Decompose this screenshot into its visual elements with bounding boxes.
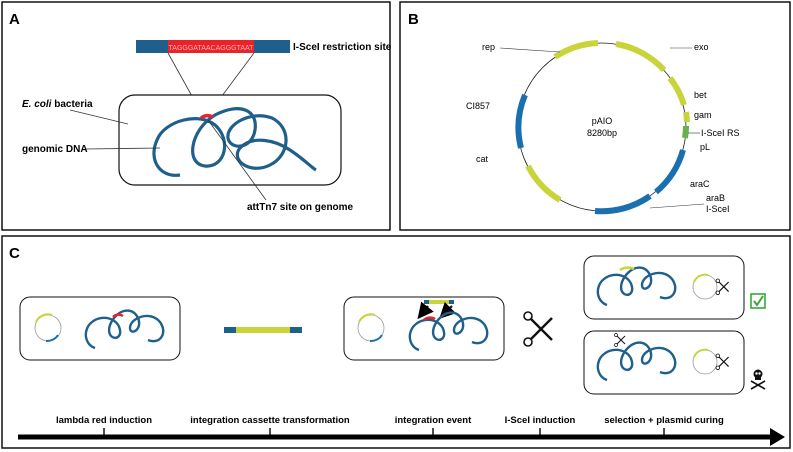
feature-iscei-label: I-SceI — [706, 204, 730, 214]
feature-bet-arc — [667, 76, 687, 106]
cell-stage-1 — [19, 296, 181, 361]
timeline-step-label: lambda red induction — [56, 415, 152, 426]
scissors-icon — [614, 333, 626, 347]
cell-stage-3 — [343, 296, 505, 361]
genomic-dna-leader — [85, 147, 161, 150]
plasmid-size: 8280bp — [587, 128, 617, 138]
dna-stage-3 — [408, 311, 489, 352]
plasmid-stage-3-feature-2 — [369, 334, 383, 343]
timeline-step-label: integration event — [395, 415, 472, 426]
dna-stage-1 — [84, 309, 165, 350]
cell-stage-5-success — [583, 255, 745, 320]
scissors-icon — [715, 278, 730, 296]
timeline-step-label: selection + plasmid curing — [604, 415, 724, 426]
restriction-sequence: TAGGGATAACAGGGTAAT — [169, 45, 255, 52]
timeline-step-label: integration cassette transformation — [190, 415, 350, 426]
cassette-stage-3-insert — [429, 300, 449, 304]
feature-pl-label: pL — [700, 142, 710, 152]
feature-rep-leader — [499, 47, 561, 53]
feature-isceirs-arc — [682, 125, 689, 139]
atttn7-site-mark — [199, 113, 214, 120]
panel-b-frame — [399, 1, 791, 231]
feature-exo-label: exo — [694, 42, 709, 52]
feature-cat-arc — [525, 164, 562, 203]
feature-isce-arc — [594, 193, 652, 215]
plasmid-stage-1-feature — [35, 313, 53, 323]
plasmid-stage-1-feature-2 — [45, 334, 59, 343]
cell-stage-5-failure — [583, 330, 745, 395]
checkmark-icon — [750, 293, 766, 309]
feature-isceirs-label: I-SceI RS — [701, 128, 740, 138]
bacteria-label: E. coli bacteria — [22, 99, 93, 110]
feature-arab-leader — [649, 203, 705, 209]
feature-bet-label: bet — [694, 90, 707, 100]
feature-ci857-label: CI857 — [466, 101, 490, 111]
atttn7-label: attTn7 site on genome — [247, 202, 354, 213]
genomic-dna-loop — [152, 107, 317, 177]
bacteria-leader — [69, 109, 129, 125]
dna-stage-5-success — [596, 266, 677, 307]
scissors-icon — [715, 353, 730, 371]
restriction-site-sequence-box — [168, 40, 254, 53]
genomic-dna-label: genomic DNA — [22, 144, 88, 155]
feature-arac-label: araC — [690, 179, 710, 189]
scissors-icon — [523, 311, 553, 347]
panel-c: C — [1, 235, 791, 449]
att-site-stage-1 — [112, 313, 124, 318]
panel-a: A TAGGGATAACAGGGTAAT I-SceI restriction … — [1, 1, 392, 231]
feature-exo-arc — [615, 41, 667, 73]
timeline-arrowhead — [770, 428, 785, 446]
dna-stage-5-failure — [596, 341, 677, 382]
plasmid-stage-3-feature — [358, 313, 376, 323]
plasmid-name: pAIO — [592, 116, 613, 126]
plasmid-stage-5-failure-feature — [693, 348, 709, 358]
restriction-site-label: I-SceI restriction site — [293, 42, 392, 53]
integrated-cassette — [619, 266, 635, 272]
atttn7-leader — [207, 119, 267, 201]
feature-ci857-arc — [515, 93, 528, 149]
feature-arac-arc — [654, 149, 686, 195]
timeline-step-label: I-SceI induction — [505, 415, 576, 426]
panel-b: B pAIO 8280bp rep exo bet gam I-SceI RS … — [399, 1, 791, 231]
feature-cat-label: cat — [476, 154, 489, 164]
feature-rep-arc — [553, 40, 599, 60]
recombination-arrow-left — [417, 301, 434, 320]
feature-gam-label: gam — [694, 110, 712, 120]
plasmid-stage-5-success-feature — [693, 273, 709, 283]
panel-c-letter: C — [9, 245, 20, 262]
skull-icon — [750, 369, 766, 390]
integration-cassette-insert — [236, 327, 290, 333]
feature-rep-label: rep — [482, 42, 495, 52]
panel-a-letter: A — [9, 11, 20, 28]
panel-b-letter: B — [408, 11, 419, 28]
feature-gam-arc — [683, 111, 690, 123]
att-site-stage-3 — [423, 316, 436, 321]
feature-arab-label: araB — [706, 193, 725, 203]
